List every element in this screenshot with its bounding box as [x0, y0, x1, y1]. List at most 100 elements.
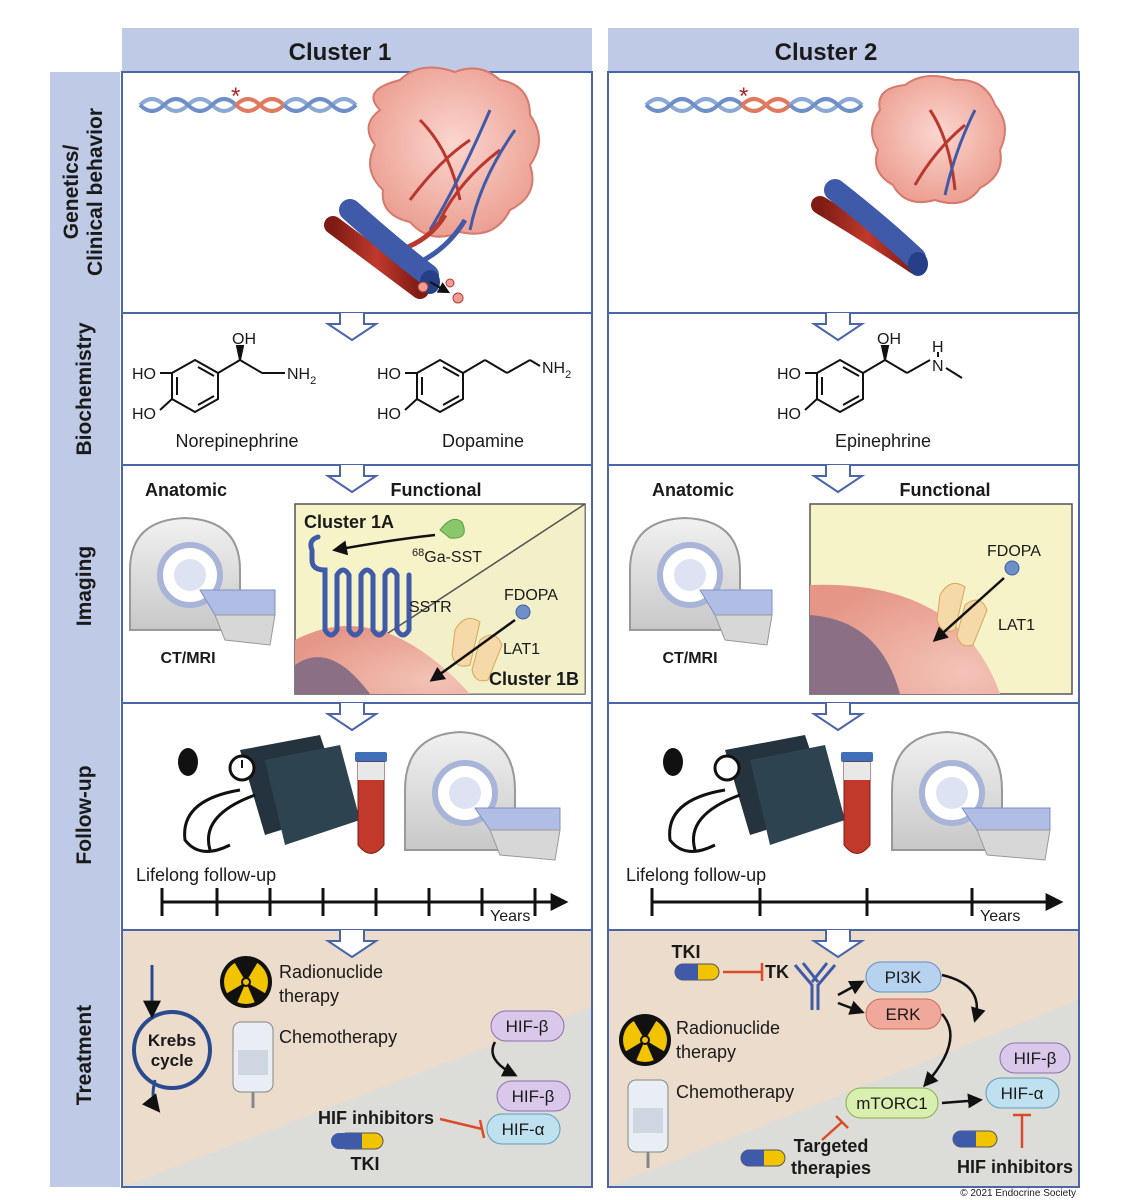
lat1-transporter-icon: [936, 582, 988, 647]
targeted-therapies-label: therapies: [791, 1158, 871, 1178]
signal-arrow: [941, 1093, 983, 1109]
inhibition-line: [1013, 1113, 1031, 1148]
timeline-axis: [650, 888, 1064, 916]
hydroxyl-label: HO: [132, 366, 156, 383]
hydroxyl-label: OH: [877, 331, 901, 348]
hydroxyl-label: HO: [777, 406, 801, 423]
mri-scanner-icon: [891, 730, 1051, 861]
krebs-cycle-label: Krebs: [148, 1031, 196, 1050]
radiation-icon: [220, 956, 272, 1008]
flow-arrow: [324, 930, 380, 959]
fdopa-molecule-icon: [1004, 560, 1020, 576]
krebs-cycle-icon: [132, 965, 212, 1113]
row-label-biochemistry: Biochemistry: [73, 322, 96, 455]
cluster-2-header: Cluster 2: [608, 28, 1079, 72]
radionuclide-therapy-label: Radionuclide: [676, 1018, 780, 1038]
signal-arrow: [837, 1000, 865, 1015]
flow-arrows: [324, 313, 866, 959]
hif-alpha-label: HIF-α: [502, 1120, 545, 1139]
sstr-receptor-icon: [308, 534, 412, 638]
iv-bag-icon: [232, 1021, 274, 1108]
lifelong-follow-up-label: Lifelong follow-up: [136, 865, 276, 885]
signal-arrow: [941, 973, 986, 1023]
lat1-label: LAT1: [503, 641, 540, 658]
anatomic-label: Anatomic: [145, 480, 227, 500]
sstr-label: SSTR: [409, 599, 452, 616]
ct-scanner-icon: [129, 516, 276, 646]
uptake-arrow: [429, 618, 516, 682]
blood-tube-icon: [841, 752, 873, 854]
hif-beta-label: HIF-β: [506, 1017, 549, 1036]
functional-label: Functional: [900, 480, 991, 500]
targeted-therapies-label: Targeted: [794, 1136, 869, 1156]
ct-mri-label: CT/MRI: [160, 650, 215, 667]
row-labels: Genetics/ Clinical behavior Biochemistry…: [50, 72, 120, 1187]
tumor-illustration: [324, 66, 540, 304]
row-label-genetics: Genetics/ Clinical behavior: [60, 108, 107, 276]
dopamine-structure: [404, 358, 541, 414]
flow-arrow: [324, 313, 380, 342]
dimerization-arrow: [491, 1041, 518, 1077]
fdopa-label: FDOPA: [987, 543, 1041, 560]
mri-scanner-icon: [404, 730, 561, 861]
ga-sst-tracer-icon: [439, 518, 465, 539]
svg-text:Cluster 1: Cluster 1: [289, 39, 392, 66]
pi3k-node: [865, 961, 942, 993]
chemotherapy-label: Chemotherapy: [279, 1027, 397, 1047]
tk-label: TK: [765, 962, 789, 982]
hif-beta-node: [999, 1042, 1071, 1074]
cluster-1b-label: Cluster 1B: [489, 669, 579, 689]
cluster-1a-label: Cluster 1A: [304, 512, 394, 532]
iv-bag-icon: [627, 1079, 669, 1168]
ct-mri-label: CT/MRI: [662, 650, 717, 667]
functional-label: Functional: [391, 480, 482, 500]
inhibition-line: [439, 1117, 486, 1139]
compound-name-dopamine: Dopamine: [442, 431, 524, 451]
mutation-asterisk: *: [231, 83, 240, 110]
hif-beta-label: HIF-β: [512, 1087, 555, 1106]
row-label-follow-up: Follow-up: [73, 765, 96, 864]
mtorc1-label: mTORC1: [856, 1094, 927, 1113]
treatment-backgrounds: [122, 930, 1079, 1187]
tumor-illustration: [811, 75, 1006, 276]
amine-label: NH2: [542, 360, 571, 381]
erk-label: ERK: [886, 1005, 922, 1024]
amine-label: NH2: [287, 366, 316, 387]
ga-sst-label: 68Ga-SST: [412, 547, 482, 566]
pi3k-label: PI3K: [885, 968, 923, 987]
tki-label: TKI: [672, 942, 701, 962]
functional-panel-cluster2: [809, 503, 1073, 695]
hif-beta-node: [496, 1080, 571, 1112]
blood-tube-icon: [355, 752, 387, 854]
radionuclide-therapy-label: therapy: [279, 986, 339, 1006]
compound-name-epinephrine: Epinephrine: [835, 431, 931, 451]
radiation-icon: [619, 1014, 671, 1066]
pill-icon: [674, 963, 720, 981]
hif-beta-node: [490, 1010, 565, 1042]
radionuclide-therapy-label: therapy: [676, 1042, 736, 1062]
radionuclide-therapy-label: Radionuclide: [279, 962, 383, 982]
hif-inhibitors-label: HIF inhibitors: [957, 1157, 1073, 1177]
svg-text:Genetics/: Genetics/: [60, 145, 83, 240]
hydroxyl-label: HO: [777, 366, 801, 383]
dna-helix-icon: [644, 97, 864, 113]
tki-label: TKI: [351, 1154, 380, 1174]
flow-arrow: [324, 703, 380, 732]
receptor-icon: [793, 962, 837, 1010]
chemotherapy-label: Chemotherapy: [676, 1082, 794, 1102]
anatomic-label: Anatomic: [652, 480, 734, 500]
inhibition-line: [821, 1115, 849, 1141]
copyright-notice: © 2021 Endocrine Society: [960, 1188, 1076, 1199]
erk-node: [865, 998, 942, 1030]
hydroxyl-label: HO: [377, 406, 401, 423]
krebs-cycle-label: cycle: [151, 1051, 194, 1070]
flow-arrow: [810, 465, 866, 494]
signal-arrow: [923, 1013, 952, 1088]
hif-alpha-node: [486, 1113, 561, 1145]
inhibition-line: [723, 963, 764, 981]
cluster-1-header: Cluster 1: [122, 28, 592, 72]
hif-inhibitors-label: HIF inhibitors: [318, 1108, 434, 1128]
mtorc1-node: [845, 1087, 939, 1119]
mutation-asterisk: *: [739, 83, 748, 110]
